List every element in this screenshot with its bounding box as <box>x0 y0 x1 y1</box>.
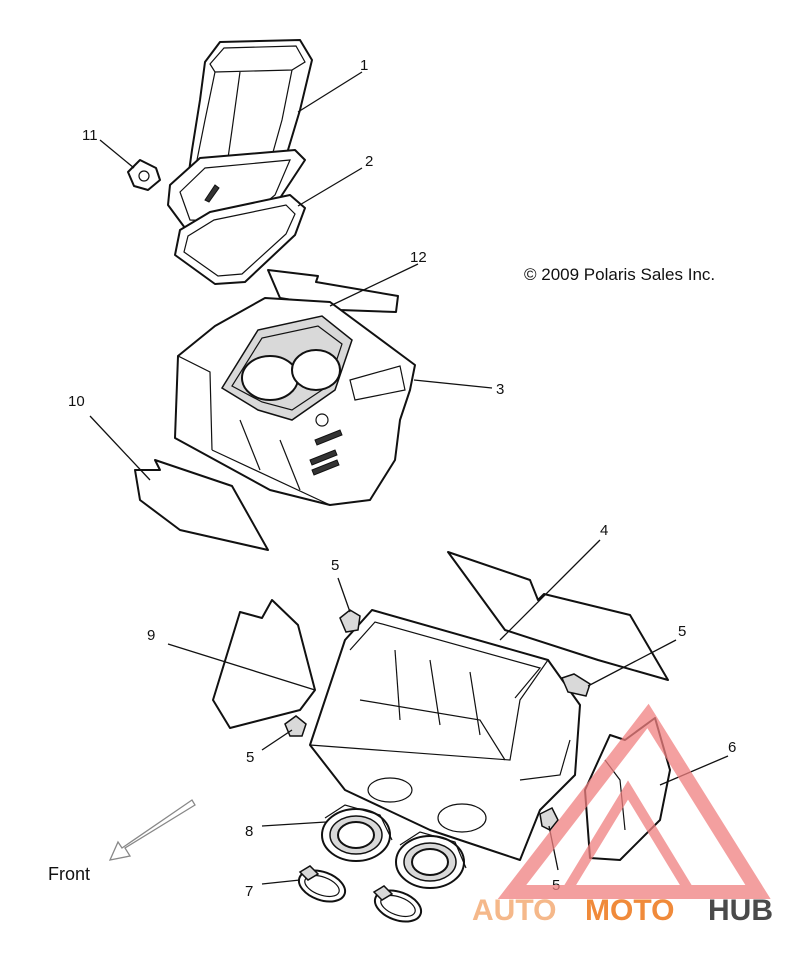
callout-12: 12 <box>410 249 427 266</box>
front-label: Front <box>48 864 90 884</box>
lid-vent-slots <box>309 413 343 476</box>
part-2-gasket <box>174 194 306 285</box>
callout-7: 7 <box>245 883 253 900</box>
callout-4: 4 <box>600 522 608 539</box>
part-5-retainer-a <box>339 609 361 633</box>
part-3-airbox-lid <box>174 297 416 506</box>
callout-11: 11 <box>82 127 98 144</box>
part-4-filter-mesh <box>447 551 669 681</box>
callout-6: 6 <box>728 739 736 756</box>
part-11-clamp <box>127 159 161 191</box>
callout-5a: 5 <box>331 557 339 574</box>
part-5-retainer-d <box>539 806 559 831</box>
part-7-clamp-right <box>372 885 423 923</box>
part-1-intake-duct <box>167 39 313 231</box>
callout-5b: 5 <box>678 623 686 640</box>
callout-10: 10 <box>68 393 85 410</box>
automotohub-triangle-icon <box>497 703 771 899</box>
callout-9: 9 <box>147 627 155 644</box>
callout-1: 1 <box>360 57 368 74</box>
leader-lines <box>89 71 729 885</box>
copyright-text: © 2009 Polaris Sales Inc. <box>524 265 715 284</box>
part-8-intake-boot-left <box>321 804 393 862</box>
watermark-text: AUTO MOTO HUB <box>472 894 773 927</box>
part-9-filter-mesh <box>212 599 316 729</box>
front-arrow-icon <box>108 799 196 861</box>
part-8-intake-boot-right <box>395 831 467 889</box>
callout-5c: 5 <box>246 749 254 766</box>
callout-2: 2 <box>365 153 373 170</box>
watermark-hub: HUB <box>708 894 773 927</box>
airbox-lower-body <box>309 609 581 861</box>
part-7-clamp-left <box>297 865 347 903</box>
part-10-filter-mesh <box>134 459 269 551</box>
watermark-auto: AUTO <box>472 894 556 927</box>
watermark-moto: MOTO <box>585 894 674 927</box>
callout-labels: 1 2 3 4 5 5 5 5 6 7 8 9 10 11 12 <box>68 57 736 900</box>
part-5-retainer-c <box>560 673 591 697</box>
callout-8: 8 <box>245 823 253 840</box>
callout-3: 3 <box>496 381 504 398</box>
